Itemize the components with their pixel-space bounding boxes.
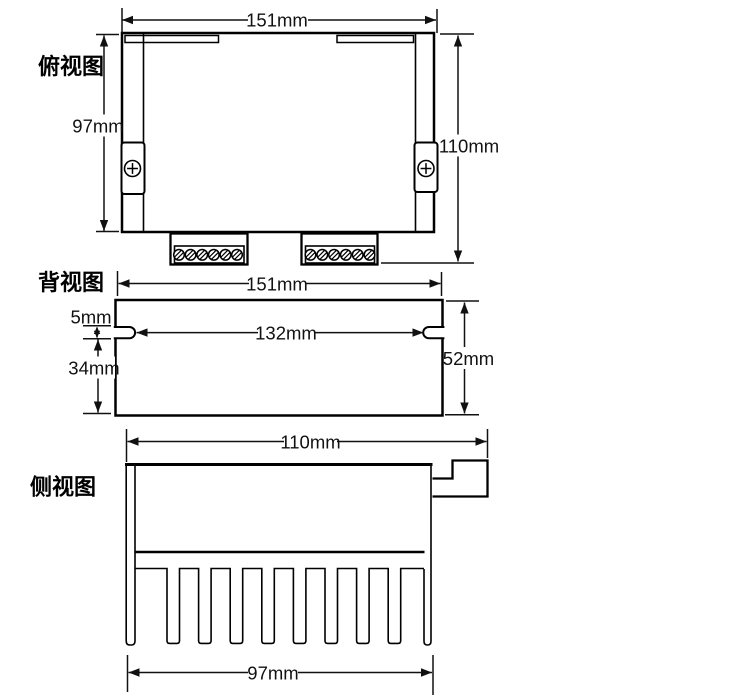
phillips-screw-icon [123,159,142,178]
dimension-top-depth: 97mm [72,33,124,233]
terminal-block-left [169,232,249,266]
side-view-connector-protrusion [432,459,489,498]
back-view-label: 背视图 [38,270,104,296]
dim-text-back-34mm: 34mm [68,357,119,378]
dimension-top-width: 151mm [121,8,438,33]
phillips-screw-icon [417,159,435,178]
dim-text-top-97mm: 97mm [72,115,123,136]
dim-text-back-5mm: 5mm [70,307,111,328]
dimension-back-height: 52mm [443,300,494,416]
back-view-body-outline [114,298,444,417]
dim-text-side-110mm: 110mm [280,431,340,452]
top-view-body-outline [120,31,436,234]
terminal-block-right [300,232,379,266]
dimension-back-below-slot: 34mm [68,339,120,415]
back-view-left-key-slot [113,326,137,340]
terminal-screw-icon [219,248,232,261]
back-view-right-key-slot [422,326,445,340]
terminal-screw-icon [172,248,186,261]
top-view-cover-tab-right [336,34,415,44]
terminal-screw-icon [207,248,220,261]
dimension-side-heatsink-width: 97mm [126,655,434,695]
dim-text-back-52mm: 52mm [443,348,494,369]
top-view-cover-tab-left [124,34,220,44]
terminal-screw-icon [339,248,352,261]
dimension-side-overall-width: 110mm [125,429,489,462]
dim-text-side-97mm: 97mm [247,662,298,683]
side-view-heatsink-fins [135,567,424,645]
dim-text-back-132mm: 132mm [255,322,317,343]
dimension-back-slot-span: 132mm [136,322,424,343]
terminal-screw-icon [328,248,341,261]
terminal-screw-icon [196,248,209,261]
terminal-screw-icon [304,248,317,261]
dimension-back-width: 151mm [116,271,443,296]
terminal-screw-icon [351,248,364,261]
dim-text-back-151mm: 151mm [246,273,308,294]
side-view: 侧视图 110mm 97mm [30,429,489,695]
dimension-back-slot-height: 5mm [70,307,112,340]
dim-text-top-110mm: 110mm [439,135,499,156]
dim-text-top-151mm: 151mm [246,10,308,31]
terminal-screw-icon [363,248,376,261]
side-view-label: 侧视图 [30,475,96,501]
side-view-right-wall [423,464,432,646]
top-view-label: 俯视图 [38,54,104,80]
side-view-left-flange [125,463,136,646]
top-view: 俯视图 [38,8,499,266]
back-view: 背视图 151mm 132mm 5mm [38,270,494,417]
terminal-screw-icon [316,248,329,261]
terminal-screw-icon [230,248,244,261]
terminal-screw-icon [184,248,197,261]
dimension-top-overall: 110mm [381,33,499,264]
